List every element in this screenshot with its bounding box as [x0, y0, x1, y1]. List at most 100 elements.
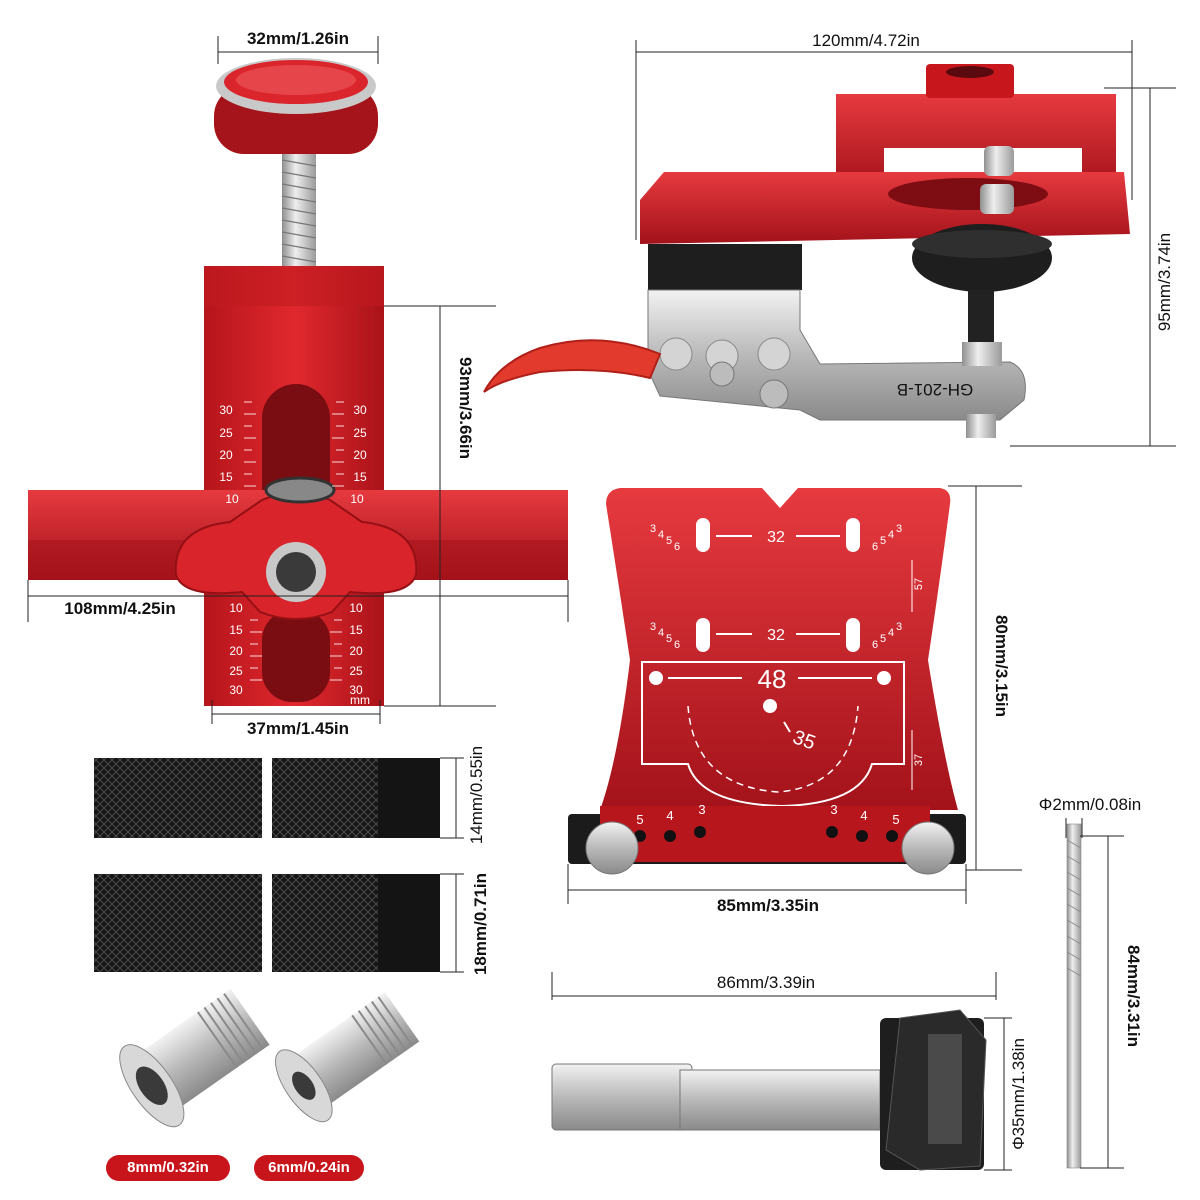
svg-text:3: 3 — [650, 621, 656, 633]
template-width-dimension: 85mm/3.35in — [567, 864, 967, 915]
svg-text:10: 10 — [229, 601, 243, 615]
lower-slot — [262, 610, 330, 702]
svg-text:25: 25 — [353, 426, 367, 440]
pad-small-label: 14mm/0.55in — [467, 746, 486, 844]
svg-text:48: 48 — [758, 664, 787, 694]
svg-text:5: 5 — [666, 535, 672, 547]
svg-text:6: 6 — [674, 639, 680, 651]
drilling-template: 32 3 4 5 6 6 5 4 3 32 3 4 5 6 6 5 4 3 57… — [567, 485, 1022, 915]
clamp-handle — [483, 339, 662, 393]
svg-text:37: 37 — [913, 754, 925, 766]
svg-text:25: 25 — [349, 664, 363, 678]
clamp-height-label: 93mm/3.66in — [456, 357, 475, 459]
svg-text:20: 20 — [229, 644, 243, 658]
svg-text:20: 20 — [219, 448, 233, 462]
pad-large-1 — [94, 874, 262, 972]
drill-length-label: 84mm/3.31in — [1124, 945, 1143, 1047]
knob-width-label: 32mm/1.26in — [247, 29, 349, 48]
hinge-jig: 120mm/4.72in 95mm/3.74in GH-201-B — [483, 31, 1176, 447]
pad-small-dimension: 14mm/0.55in — [440, 746, 486, 844]
bit-shank — [551, 1063, 693, 1131]
svg-text:25: 25 — [229, 664, 243, 678]
svg-text:15: 15 — [229, 623, 243, 637]
bushing-large-badge: 8mm/0.32in — [106, 1155, 230, 1181]
svg-text:10: 10 — [350, 492, 364, 506]
svg-text:5: 5 — [666, 633, 672, 645]
jig-length-label: 120mm/4.72in — [812, 31, 920, 50]
bar-length-label: 108mm/4.25in — [64, 599, 176, 618]
svg-text:10: 10 — [225, 492, 239, 506]
forstner-diameter-dimension: Φ35mm/1.38in — [984, 1017, 1028, 1171]
svg-text:4: 4 — [888, 529, 894, 541]
pad-small-1 — [94, 758, 262, 838]
svg-text:4: 4 — [666, 808, 673, 823]
right-thumb-knob — [901, 821, 955, 875]
clamp-model-label: GH-201-B — [897, 380, 974, 399]
template-height-label: 80mm/3.15in — [992, 615, 1011, 717]
svg-text:15: 15 — [353, 470, 367, 484]
svg-text:6: 6 — [872, 541, 878, 553]
svg-text:3: 3 — [896, 621, 902, 633]
scale-lower-right: 10 15 20 25 30 mm — [349, 601, 370, 707]
drill-length-dimension: 84mm/3.31in — [1080, 835, 1143, 1169]
svg-text:25: 25 — [219, 426, 233, 440]
clamp-tool: 32mm/1.26in — [27, 29, 569, 738]
svg-text:6: 6 — [674, 541, 680, 553]
svg-text:15: 15 — [349, 623, 363, 637]
svg-text:5: 5 — [892, 812, 899, 827]
knob-width-dimension: 32mm/1.26in — [217, 29, 379, 64]
forstner-length-label: 86mm/3.39in — [717, 973, 815, 992]
svg-text:30: 30 — [349, 683, 363, 697]
svg-text:15: 15 — [219, 470, 233, 484]
svg-text:5: 5 — [636, 812, 643, 827]
drill-diameter-label: Φ2mm/0.08in — [1039, 795, 1141, 814]
svg-text:20: 20 — [349, 644, 363, 658]
svg-text:4: 4 — [888, 627, 894, 639]
svg-text:20: 20 — [353, 448, 367, 462]
clamp-screw — [282, 150, 316, 280]
svg-text:30: 30 — [219, 403, 233, 417]
svg-text:30: 30 — [229, 683, 243, 697]
pad-large-dimension: 18mm/0.71in — [440, 873, 490, 975]
svg-text:4: 4 — [658, 529, 664, 541]
svg-text:3: 3 — [830, 802, 837, 817]
bushing-small — [275, 992, 420, 1123]
forstner-length-dimension: 86mm/3.39in — [551, 972, 997, 1000]
bar-length-dimension: 108mm/4.25in — [27, 580, 569, 622]
svg-text:32: 32 — [767, 627, 785, 644]
bushings — [119, 989, 420, 1128]
svg-text:10: 10 — [349, 601, 363, 615]
jig-frame — [836, 94, 1116, 190]
svg-text:5: 5 — [880, 633, 886, 645]
scale-upper-right: 30 25 20 15 10 — [350, 403, 367, 506]
bushing-large — [119, 989, 270, 1128]
svg-text:3: 3 — [698, 802, 705, 817]
jig-length-dimension: 120mm/4.72in — [635, 31, 1133, 240]
body-width-dimension: 37mm/1.45in — [211, 700, 381, 738]
left-thumb-knob — [585, 821, 639, 875]
template-plate — [600, 488, 958, 810]
drill-bit: Φ2mm/0.08in 84mm/3.31in — [1039, 795, 1143, 1169]
svg-text:4: 4 — [658, 627, 664, 639]
svg-text:6: 6 — [872, 639, 878, 651]
forstner-diameter-label: Φ35mm/1.38in — [1009, 1038, 1028, 1150]
svg-text:5: 5 — [880, 535, 886, 547]
wing-nut — [174, 476, 418, 620]
template-height-dimension: 80mm/3.15in — [948, 485, 1022, 871]
jig-height-dimension: 95mm/3.74in — [1010, 87, 1176, 447]
rubber-pads: 14mm/0.55in 18mm/0.71in — [94, 746, 490, 975]
svg-text:4: 4 — [860, 808, 867, 823]
toggle-clamp — [647, 289, 1026, 421]
svg-text:57: 57 — [913, 578, 925, 590]
svg-text:32: 32 — [767, 529, 785, 546]
template-width-label: 85mm/3.35in — [717, 896, 819, 915]
svg-text:mm: mm — [350, 693, 370, 707]
jig-base-plate — [640, 172, 1130, 244]
forstner-bit: 86mm/3.39in Φ35mm/1.38in — [551, 972, 1028, 1171]
scale-upper-left: 30 25 20 15 10 — [219, 403, 239, 506]
pad-large-label: 18mm/0.71in — [471, 873, 490, 975]
clamp-height-dimension: 93mm/3.66in — [384, 305, 496, 707]
svg-text:3: 3 — [650, 523, 656, 535]
jig-height-label: 95mm/3.74in — [1155, 233, 1174, 331]
